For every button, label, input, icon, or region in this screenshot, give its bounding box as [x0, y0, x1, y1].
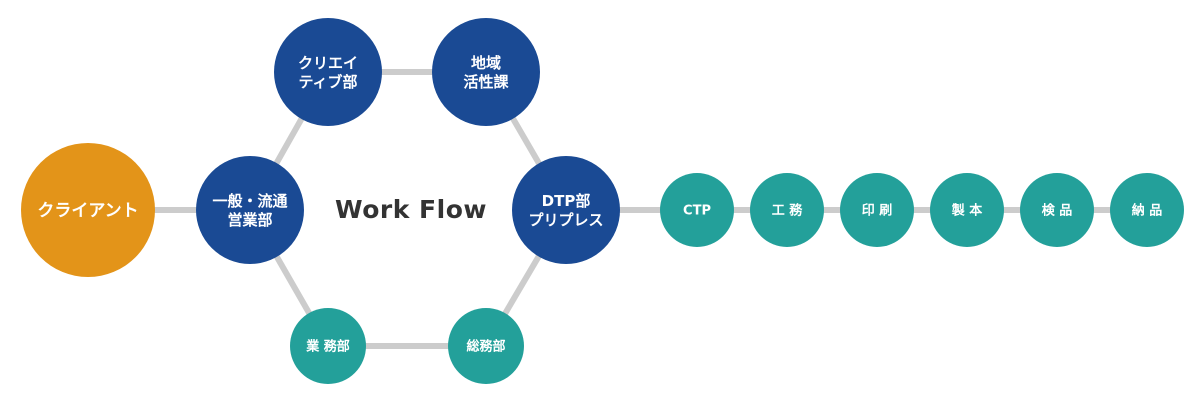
node-binding: 製 本: [930, 173, 1004, 247]
node-circle: [512, 156, 620, 264]
node-delivery: 納 品: [1110, 173, 1184, 247]
node-work: 工 務: [750, 173, 824, 247]
node-circle: [840, 173, 914, 247]
node-label: 製 本: [951, 203, 983, 219]
node-circle: [750, 173, 824, 247]
node-circle: [930, 173, 1004, 247]
diagram-title: Work Flow: [335, 195, 487, 224]
node-client: クライアント: [21, 143, 155, 277]
node-label: 検 品: [1042, 203, 1073, 219]
node-circle: [196, 156, 304, 264]
node-label: 業 務部: [305, 339, 350, 355]
node-label: CTP: [683, 204, 711, 219]
node-label: 納 品: [1132, 203, 1163, 219]
node-circle: [290, 308, 366, 384]
node-label: ティブ部: [298, 73, 357, 91]
node-label: 印 刷: [862, 204, 893, 219]
workflow-nodes: クライアント一般・流通営業部クリエイティブ部地域活性課DTP部プリプレス総務部業…: [21, 18, 1184, 384]
node-printing: 印 刷: [840, 173, 914, 247]
node-label: クライアント: [37, 201, 138, 221]
node-label: 総務部: [466, 339, 505, 355]
node-label: プリプレス: [528, 211, 603, 229]
node-general-affairs: 総務部: [448, 308, 524, 384]
node-circle: [21, 143, 155, 277]
node-circle: [1020, 173, 1094, 247]
node-label: 活性課: [463, 73, 509, 91]
node-circle: [274, 18, 382, 126]
node-inspection: 検 品: [1020, 173, 1094, 247]
node-circle: [432, 18, 540, 126]
node-circle: [448, 308, 524, 384]
node-label: クリエイ: [298, 54, 358, 72]
node-label: DTP部: [542, 192, 591, 210]
node-label: 工 務: [772, 203, 804, 219]
node-label: 営業部: [227, 211, 272, 229]
node-circle: [1110, 173, 1184, 247]
node-label: 地域: [471, 54, 501, 72]
node-business: 業 務部: [290, 308, 366, 384]
node-label: 一般・流通: [212, 192, 287, 210]
node-ctp: CTP: [660, 173, 734, 247]
node-circle: [660, 173, 734, 247]
